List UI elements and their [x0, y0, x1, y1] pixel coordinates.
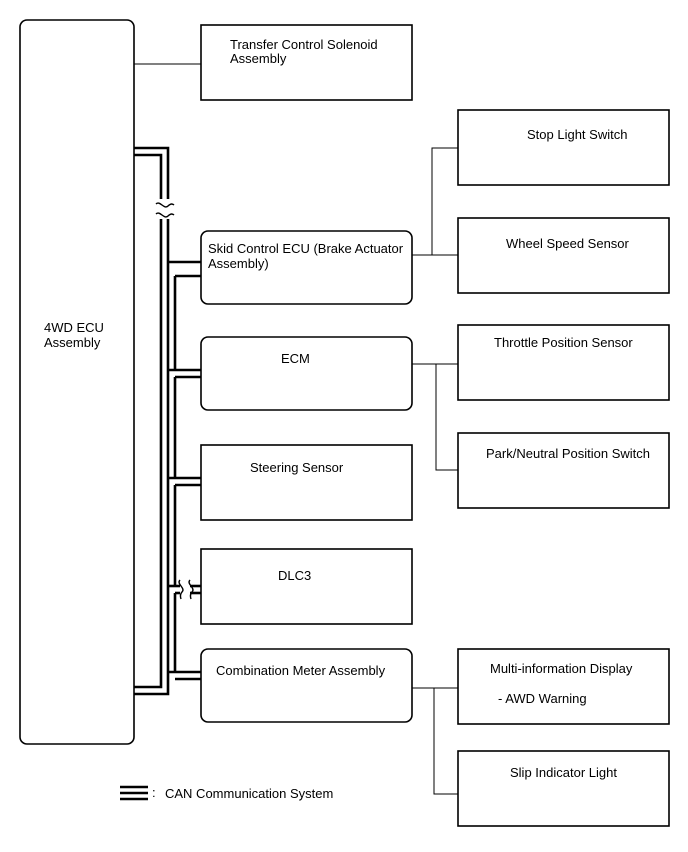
wheel-speed-label: Wheel Speed Sensor: [506, 236, 630, 251]
steering-sensor-box: Steering Sensor: [200, 444, 413, 521]
transfer-label-line1: Transfer Control Solenoid: [230, 37, 378, 52]
bus-break-symbol: [155, 202, 175, 218]
ecm-box: ECM: [200, 336, 413, 411]
legend: : CAN Communication System: [120, 785, 333, 801]
legend-colon: :: [152, 785, 156, 800]
stop-light-label: Stop Light Switch: [527, 127, 627, 142]
skid-label-line1: Skid Control ECU (Brake Actuator: [208, 241, 404, 256]
transfer-label-line2: Assembly: [230, 51, 287, 66]
dlc3-box: DLC3: [200, 548, 413, 625]
stop-light-switch-box: Stop Light Switch: [457, 109, 670, 186]
park-neutral-switch-box: Park/Neutral Position Switch: [457, 432, 670, 509]
multi-information-display-box: Multi-information Display - AWD Warning: [457, 648, 670, 725]
multi-info-label-line1: Multi-information Display: [490, 661, 633, 676]
slip-label: Slip Indicator Light: [510, 765, 617, 780]
combo-label: Combination Meter Assembly: [216, 663, 386, 678]
skid-control-ecu-box: Skid Control ECU (Brake Actuator Assembl…: [200, 230, 413, 305]
steering-label: Steering Sensor: [250, 460, 344, 475]
slip-indicator-light-box: Slip Indicator Light: [457, 750, 670, 827]
dlc3-break-symbol: [178, 579, 194, 600]
throttle-label: Throttle Position Sensor: [494, 335, 633, 350]
4wd-ecu-label-line2: Assembly: [44, 335, 101, 350]
can-bus: [134, 146, 201, 696]
4wd-ecu-label-line1: 4WD ECU: [44, 320, 104, 335]
skid-label-line2: Assembly): [208, 256, 269, 271]
combination-meter-box: Combination Meter Assembly: [200, 648, 413, 723]
wheel-speed-sensor-box: Wheel Speed Sensor: [457, 217, 670, 294]
legend-label: CAN Communication System: [165, 786, 333, 801]
transfer-control-solenoid-box: Transfer Control Solenoid Assembly: [200, 24, 413, 101]
ecm-label: ECM: [281, 351, 310, 366]
4wd-ecu-assembly: 4WD ECU Assembly: [19, 19, 135, 745]
park-neutral-label: Park/Neutral Position Switch: [486, 446, 650, 461]
dlc3-label: DLC3: [278, 568, 311, 583]
signal-lines: [134, 63, 458, 795]
can-legend-symbol: [120, 785, 148, 801]
throttle-position-sensor-box: Throttle Position Sensor: [457, 324, 670, 401]
multi-info-label-line2: - AWD Warning: [498, 691, 587, 706]
